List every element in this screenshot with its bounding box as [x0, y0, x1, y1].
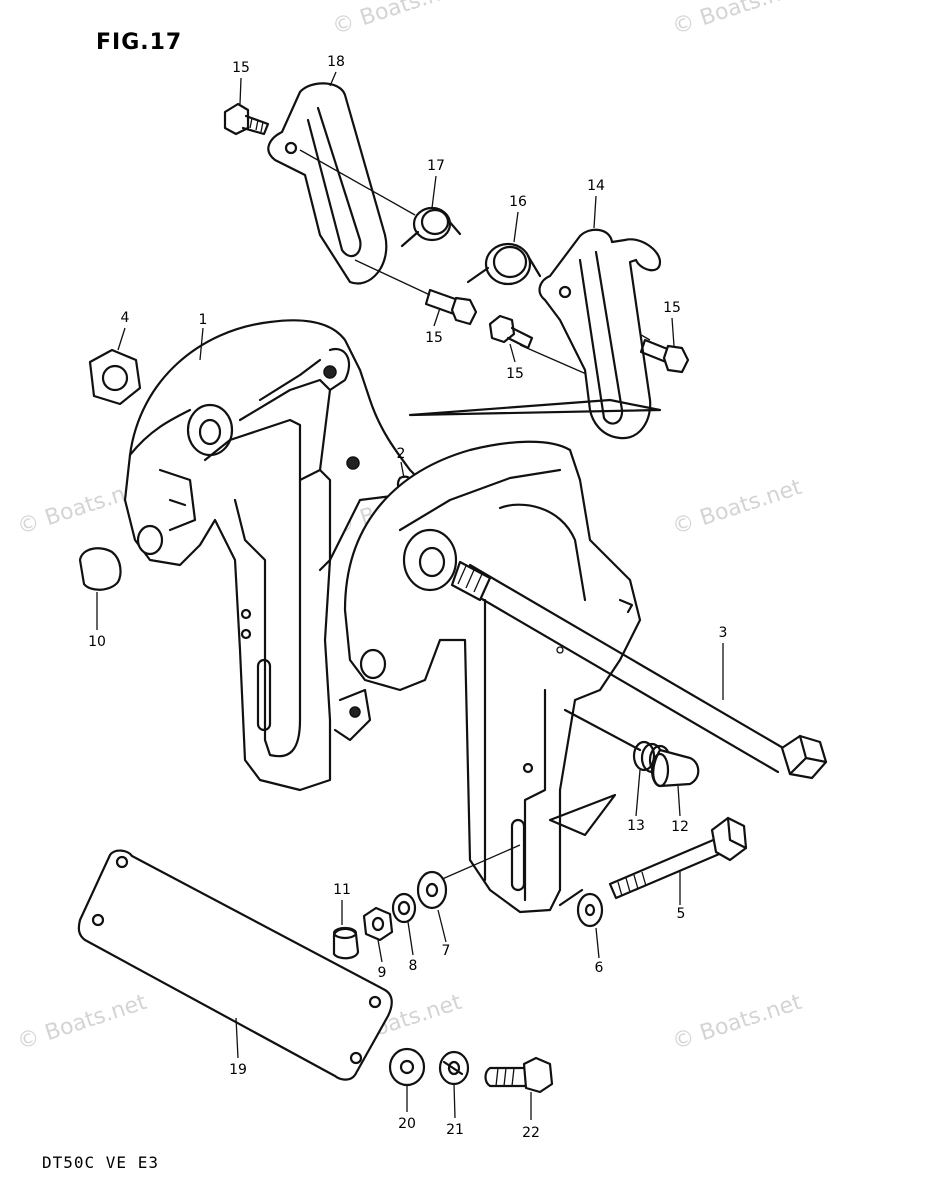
callout-4: 4 [120, 310, 130, 326]
callout-13: 13 [627, 818, 645, 834]
clamp-bracket-right [343, 440, 642, 914]
part-5-bolt [608, 816, 748, 900]
callout-15-c: 15 [506, 366, 524, 382]
callout-21: 21 [446, 1122, 464, 1138]
part-22-bolt [484, 1056, 554, 1094]
callout-15-d: 15 [663, 300, 681, 316]
figure-title: FIG.17 [96, 30, 183, 55]
callout-17: 17 [427, 158, 445, 174]
callout-8: 8 [408, 958, 418, 974]
part-1-clamp-bracket-left [123, 319, 422, 792]
part-18-tilt-plate [267, 82, 388, 285]
callout-15-b: 15 [425, 330, 443, 346]
callout-11: 11 [333, 882, 351, 898]
callout-16: 16 [509, 194, 527, 210]
model-code: DT50C VE E3 [42, 1153, 159, 1172]
part-13-spring [563, 708, 672, 776]
part-10-cap [78, 547, 122, 591]
callout-19: 19 [229, 1062, 247, 1078]
callout-7: 7 [441, 943, 451, 959]
callout-15-a: 15 [232, 60, 250, 76]
part-16-spring [466, 242, 542, 286]
part-15-bolt-d [639, 338, 690, 374]
part-20-washer [388, 1047, 426, 1087]
callout-20: 20 [398, 1116, 416, 1132]
callout-10: 10 [88, 634, 106, 650]
callout-leaders [96, 71, 724, 1120]
part-8-lock-washer [391, 892, 417, 924]
callout-5: 5 [676, 906, 686, 922]
part-7-washer [416, 870, 448, 910]
part-6-washer [576, 892, 604, 928]
part-17-spring [400, 206, 462, 248]
callout-18: 18 [327, 54, 345, 70]
part-15-bolt-a [223, 102, 270, 136]
callout-9: 9 [377, 965, 387, 981]
callout-22: 22 [522, 1125, 540, 1141]
part-21-lock-washer [438, 1050, 470, 1086]
part-4-nut [88, 348, 142, 406]
callout-6: 6 [594, 960, 604, 976]
part-11-spacer [332, 926, 360, 960]
part-15-bolt-b [424, 288, 478, 326]
callout-12: 12 [671, 819, 689, 835]
callout-1: 1 [198, 312, 208, 328]
callout-3: 3 [718, 625, 728, 641]
part-14-tilt-plate [538, 228, 662, 440]
part-9-nut [362, 906, 394, 942]
part-19-plate [77, 849, 393, 1081]
callout-2: 2 [396, 446, 406, 462]
part-15-bolt-c [488, 314, 534, 350]
part-3-through-bolt [450, 560, 828, 780]
part-12-cap [650, 748, 700, 788]
callout-14: 14 [587, 178, 605, 194]
